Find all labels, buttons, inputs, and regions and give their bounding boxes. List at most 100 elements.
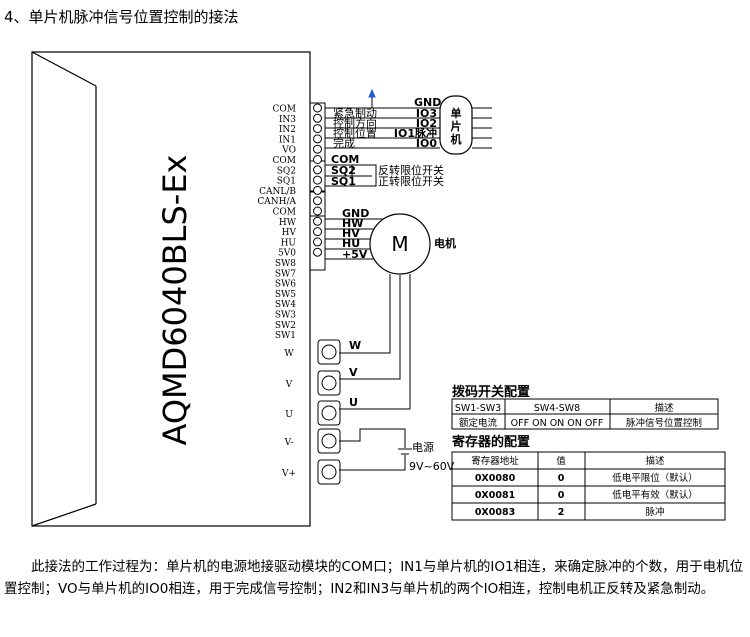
power-terminal-screw	[321, 405, 337, 421]
mcu-io0: IO0	[416, 137, 437, 150]
pin-label: SW5	[275, 290, 296, 300]
pin-label: SW1	[275, 331, 296, 341]
pin-label: CANL/B	[259, 187, 296, 197]
terminal-screw	[313, 144, 322, 154]
pin-label: CANH/A	[257, 197, 296, 207]
pin-label: VO	[281, 146, 296, 156]
power-pin-label: W	[284, 349, 294, 359]
mcu-func-done: 完成	[333, 136, 355, 150]
power-terminals	[317, 339, 341, 485]
reg-cell: 0X0083	[475, 507, 515, 518]
pin-label: IN1	[279, 135, 296, 145]
phase-w-label: W	[349, 339, 361, 352]
power-pin-label: U	[285, 410, 293, 420]
mcu-io3: IO3	[416, 107, 437, 120]
limit-sq2-label: SQ2	[331, 164, 356, 177]
phase-u-label: U	[349, 396, 358, 409]
terminal-screw	[313, 175, 322, 185]
motor-hall-wiring	[325, 218, 383, 260]
terminal-screw	[313, 227, 322, 237]
terminal-screw	[313, 124, 322, 134]
mcu-label-char: 单	[451, 106, 462, 120]
reg-header: 值	[556, 455, 566, 467]
pin-label: COM	[273, 156, 296, 166]
power-pin-label: V-	[284, 438, 294, 448]
reg-cell: 0	[558, 490, 565, 501]
mcu-io1: IO1脉冲	[394, 126, 437, 140]
power-terminal-screw	[321, 464, 337, 480]
reg-cell: 低电平有效（默认）	[612, 489, 698, 501]
terminal-screw	[313, 196, 322, 206]
terminal-screw	[313, 206, 322, 216]
dip-table	[451, 398, 719, 430]
reg-cell: 2	[558, 507, 565, 518]
reg-header: 寄存器地址	[471, 455, 519, 467]
dip-header-1: SW1-SW3	[455, 403, 501, 414]
driver-module	[31, 51, 311, 527]
power-terminal	[317, 400, 341, 426]
reg-cell: 0X0080	[475, 473, 516, 484]
motor-hw-label: HW	[342, 217, 363, 230]
reg-cell: 0	[558, 473, 565, 484]
pin-label: SW3	[275, 311, 296, 321]
reg-header: 描述	[645, 455, 665, 467]
wiring-diagram: AQMD6040BLS-Ex COMIN3IN2IN1VOCOMSQ2SQ1CA…	[31, 51, 726, 527]
power-pin-label: V+	[281, 469, 296, 479]
power-terminal-screw	[321, 375, 337, 391]
terminal-screw	[313, 185, 322, 195]
pin-label: 5V0	[278, 249, 296, 259]
pin-label: IN2	[279, 125, 296, 135]
page-title: 4、单片机脉冲信号位置控制的接法	[4, 8, 239, 26]
pin-label: SQ1	[277, 177, 296, 187]
terminal-screw	[313, 247, 322, 257]
motor-hu-label: HU	[342, 237, 360, 250]
limit-sq2-desc: 反转限位开关	[378, 163, 444, 177]
reg-cell: 脉冲	[645, 506, 664, 518]
power-terminal	[317, 339, 341, 365]
motor-symbol: M	[391, 232, 408, 256]
pin-label: SW8	[275, 259, 296, 269]
dip-cell-switches: OFF ON ON ON OFF	[511, 418, 604, 429]
pin-label: SW2	[275, 321, 296, 331]
terminal-screw	[313, 165, 322, 175]
dip-cell-desc: 脉冲信号位置控制	[626, 417, 702, 429]
phase-wiring	[339, 274, 411, 410]
pin-label: HV	[282, 228, 297, 238]
terminal-circles	[313, 103, 322, 257]
terminal-screw	[313, 237, 322, 247]
signal-pin-labels: COMIN3IN2IN1VOCOMSQ2SQ1CANL/BCANH/ACOMHW…	[257, 105, 296, 342]
mcu-func-direction: 控制方向	[333, 116, 377, 130]
power-source-voltage: 9V~60V	[409, 460, 455, 473]
power-terminal	[317, 370, 341, 396]
power-pin-labels: W V U V- V+	[281, 349, 296, 479]
pin-label: SW4	[275, 300, 296, 310]
mcu-io2: IO2	[416, 117, 437, 130]
power-terminal-screw	[321, 433, 337, 449]
dip-cell-current: 额定电流	[459, 417, 498, 429]
limit-wiring	[325, 164, 377, 187]
power-terminal	[317, 428, 341, 454]
terminal-screw	[313, 155, 322, 164]
power-supply-wiring	[339, 428, 412, 471]
limit-sq1-desc: 正转限位开关	[378, 174, 444, 188]
motor-gnd-label: GND	[342, 207, 369, 220]
mcu-label: 单片机	[451, 106, 462, 146]
reg-table-title: 寄存器的配置	[452, 434, 530, 450]
pin-label: SW6	[275, 280, 296, 290]
terminal-screw	[313, 216, 322, 226]
power-pin-label: V	[285, 380, 293, 390]
description: 此接法的工作过程为：单片机的电源地接驱动模块的COM口；IN1与单片机的IO1相…	[4, 556, 746, 600]
limit-com-label: COM	[331, 153, 359, 166]
power-source-label: 电源	[412, 440, 434, 454]
pin-label: HW	[279, 218, 297, 228]
pin-label: HU	[281, 238, 297, 248]
power-terminal-screw	[321, 344, 337, 360]
terminal-screw	[313, 103, 322, 113]
pin-label: COM	[273, 105, 296, 115]
dip-header-3: 描述	[654, 402, 674, 414]
motor-circle	[369, 213, 431, 275]
description-paragraph: 此接法的工作过程为：单片机的电源地接驱动模块的COM口；IN1与单片机的IO1相…	[4, 559, 744, 597]
mcu-wiring	[325, 88, 492, 149]
reg-cell: 低电平限位（默认）	[612, 472, 698, 484]
